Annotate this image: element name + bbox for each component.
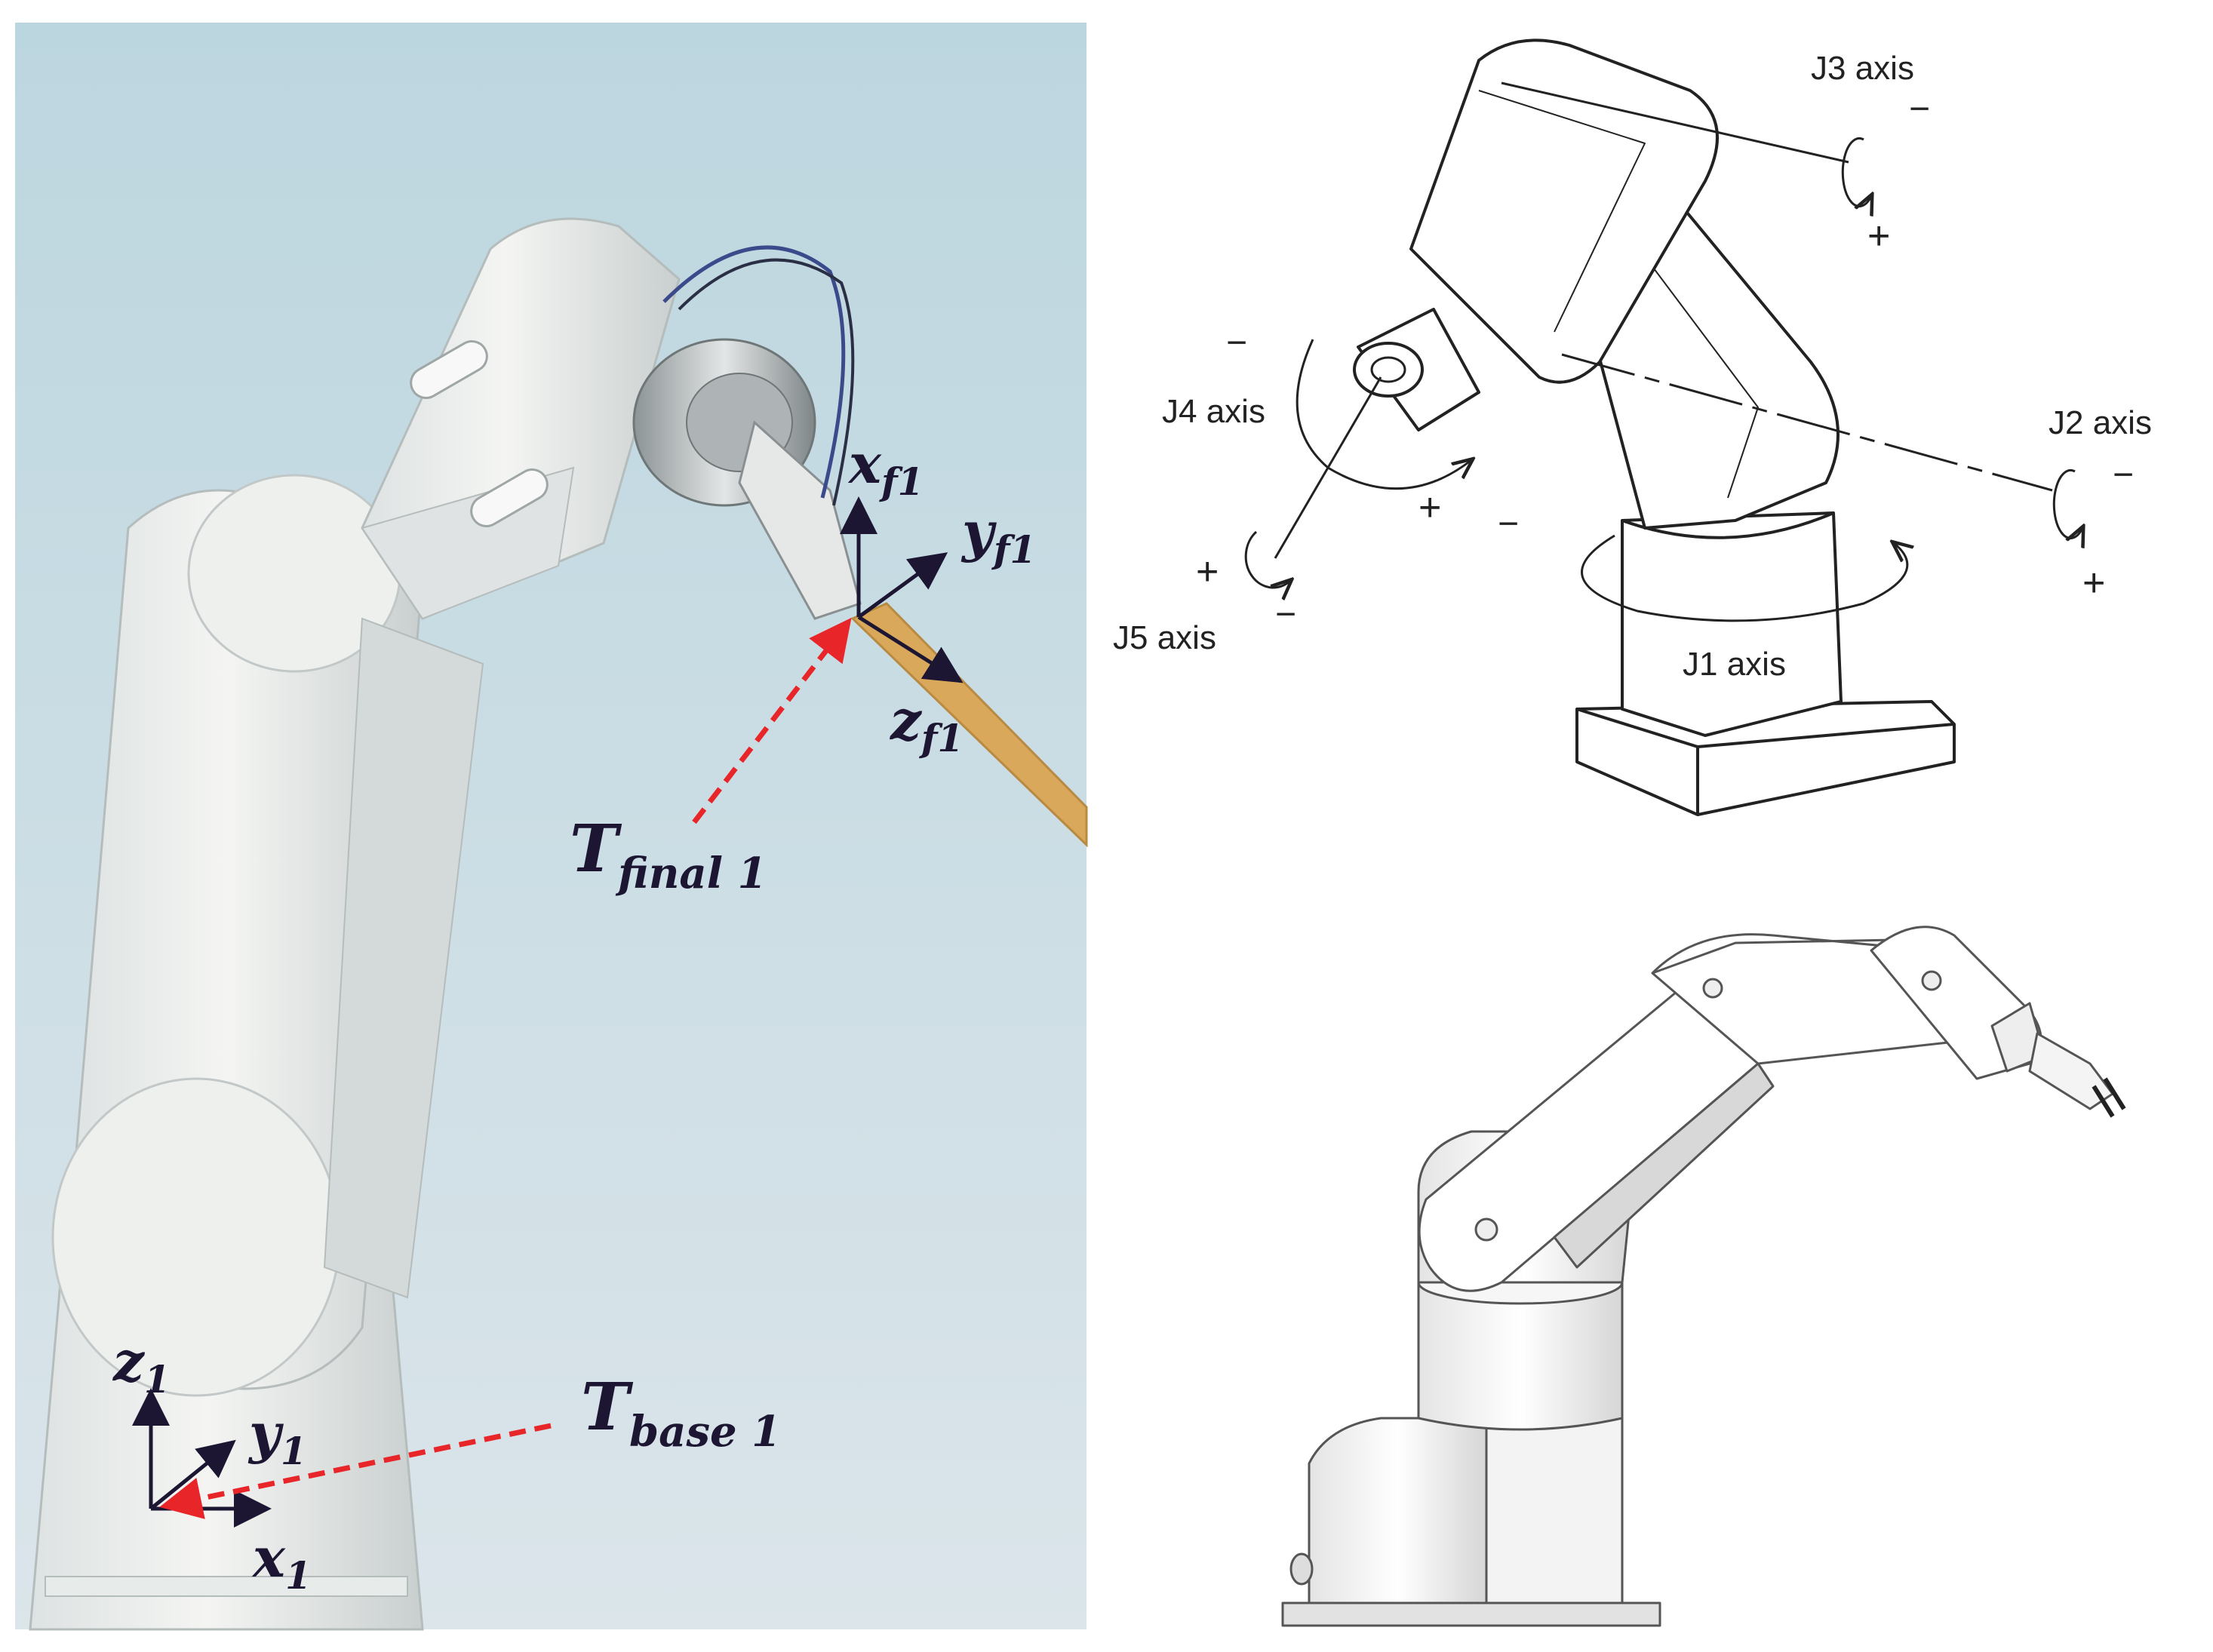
robot-base-ring — [45, 1576, 408, 1597]
tool-frame-x-label: xf1 — [847, 431, 924, 504]
j4-minus-sign: − — [1226, 323, 1247, 363]
j1-rotation-icon — [1581, 534, 1907, 622]
cad-base-knob — [1289, 1552, 1314, 1586]
schematic-upper-link-inner — [1478, 90, 1646, 333]
cad-base-plate — [1281, 1601, 1661, 1627]
tool-frame-y-label: yf1 — [961, 499, 1036, 572]
j2-axis-label: J2 axis — [2049, 404, 2152, 441]
schematic-upper-link — [1409, 38, 1719, 384]
j2-minus-sign: − — [2113, 455, 2134, 495]
base-frame-z-label: z1 — [112, 1329, 171, 1402]
cad-lower-link-back — [1553, 1062, 1775, 1269]
robot-lower-link-inner — [323, 617, 484, 1299]
tool-frame-y-axis — [857, 552, 948, 619]
schematic-panel — [1244, 38, 2082, 816]
j3-minus-sign: − — [1909, 89, 1930, 129]
final-transform-arrow — [692, 617, 852, 824]
schematic-column — [1621, 511, 1843, 737]
j5-plus-sign: + — [1196, 550, 1219, 594]
j5-minus-sign: − — [1275, 594, 1296, 634]
cad-base-housing-front — [1485, 1417, 1624, 1604]
tool-frame-z-label: zf1 — [889, 688, 964, 760]
robot-cable — [662, 245, 846, 499]
j3-plus-sign: + — [1867, 214, 1890, 258]
j1-minus-sign: − — [1498, 504, 1519, 544]
base-transform-arrow — [159, 1423, 552, 1519]
robot-shoulder-joint — [51, 1077, 341, 1397]
j2-axis-line — [1561, 353, 2053, 492]
schematic-base-plate — [1575, 700, 1956, 816]
cad-shoulder-pin — [1474, 1218, 1498, 1242]
base-transform-label: Tbase 1 — [581, 1369, 781, 1457]
schematic-flange-inner — [1370, 356, 1406, 383]
j3-axis-label: J3 axis — [1811, 50, 1914, 87]
j1-axis-label: J1 axis — [1683, 646, 1786, 683]
photo-panel: xf1 yf1 zf1 z1 y1 x1 Tfinal 1 Tbase 1 — [15, 23, 1088, 1631]
base-frame-y-label: y1 — [247, 1401, 307, 1473]
robot-upper-slot-2 — [470, 468, 549, 527]
cad-base-housing — [1308, 1417, 1488, 1604]
cad-forearm-pin — [1921, 970, 1942, 991]
j2-plus-sign: + — [2082, 561, 2105, 605]
base-frame-x-label: x1 — [251, 1525, 312, 1598]
j5-axis-label: J5 axis — [1113, 619, 1216, 656]
base-frame: z1 y1 x1 — [112, 1329, 312, 1598]
cad-elbow-pin — [1702, 978, 1723, 999]
j3-axis-line — [1501, 81, 1849, 164]
tool-frame-z-axis — [857, 615, 964, 683]
j2-rotation-icon — [2052, 468, 2082, 538]
cad-gripper-fingers — [2092, 1077, 2126, 1118]
robot-arm-render-icon — [1281, 926, 2126, 1627]
robot-upper-slot-1 — [410, 340, 488, 399]
j4-plus-sign: + — [1418, 486, 1441, 530]
robot-gripper — [738, 420, 862, 620]
schematic-labels: J3 axis − + J2 axis − + − J4 axis + − J1… — [1113, 50, 2152, 683]
final-transform-label: Tfinal 1 — [570, 811, 767, 898]
j5-rotation-icon — [1244, 530, 1290, 588]
j3-rotation-icon — [1841, 137, 1871, 206]
wooden-stick — [850, 602, 1088, 848]
robot-cable — [678, 258, 855, 506]
j4-rotation-icon — [1296, 339, 1471, 490]
j4-axis-label: J4 axis — [1162, 393, 1265, 430]
tool-frame: xf1 yf1 zf1 — [840, 431, 1036, 760]
cad-turret — [1417, 1281, 1624, 1431]
